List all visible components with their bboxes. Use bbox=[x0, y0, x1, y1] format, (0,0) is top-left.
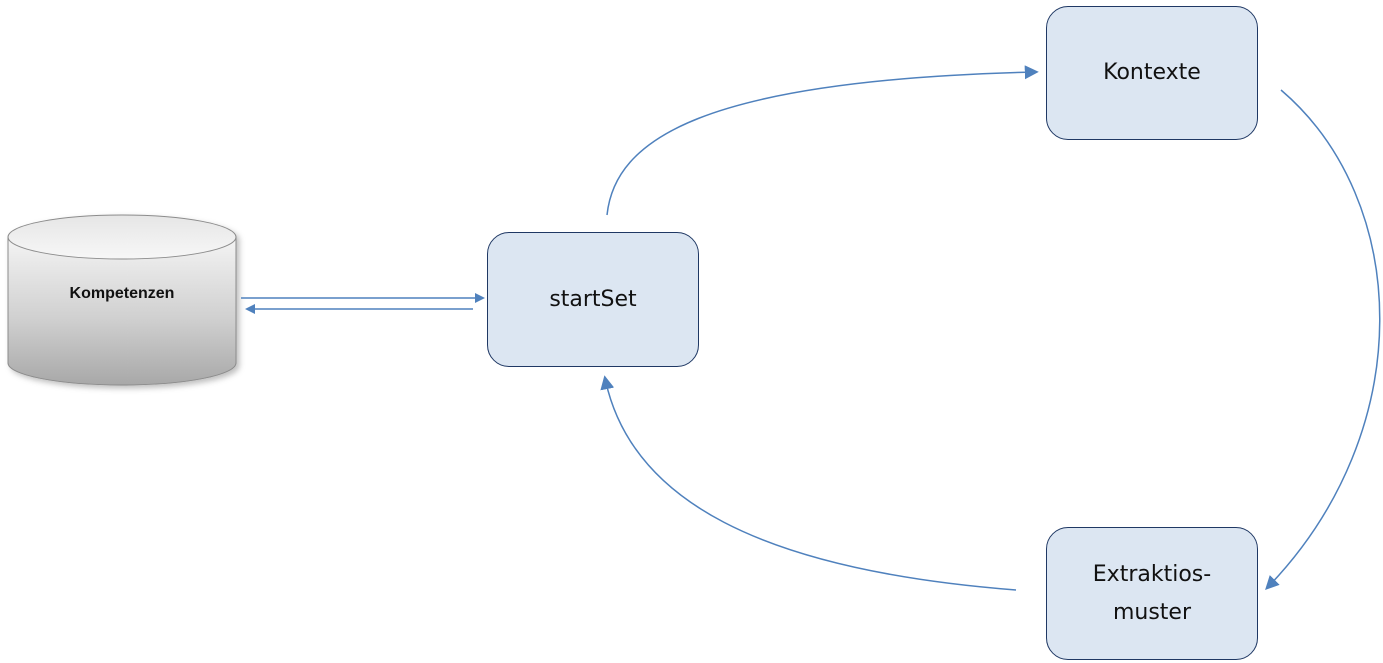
node-kontexte-label: Kontexte bbox=[1103, 60, 1201, 85]
node-startset-label: startSet bbox=[549, 286, 637, 312]
arrow-startset-to-kontexte bbox=[606, 65, 1039, 216]
node-startset: startSet bbox=[487, 232, 699, 367]
node-extraktion: Extraktios- muster bbox=[1046, 527, 1258, 660]
arrow-extraktion-to-startset bbox=[600, 375, 1017, 591]
arrow-kontexte-to-extraktion bbox=[1265, 89, 1381, 591]
node-extraktion-label-line2: muster bbox=[1112, 599, 1192, 625]
node-kontexte: Kontexte bbox=[1046, 6, 1258, 140]
node-extraktion-label-line1: Extraktios- bbox=[1092, 561, 1212, 587]
database-label: Kompetenzen bbox=[69, 285, 175, 302]
database-cylinder bbox=[7, 214, 237, 386]
